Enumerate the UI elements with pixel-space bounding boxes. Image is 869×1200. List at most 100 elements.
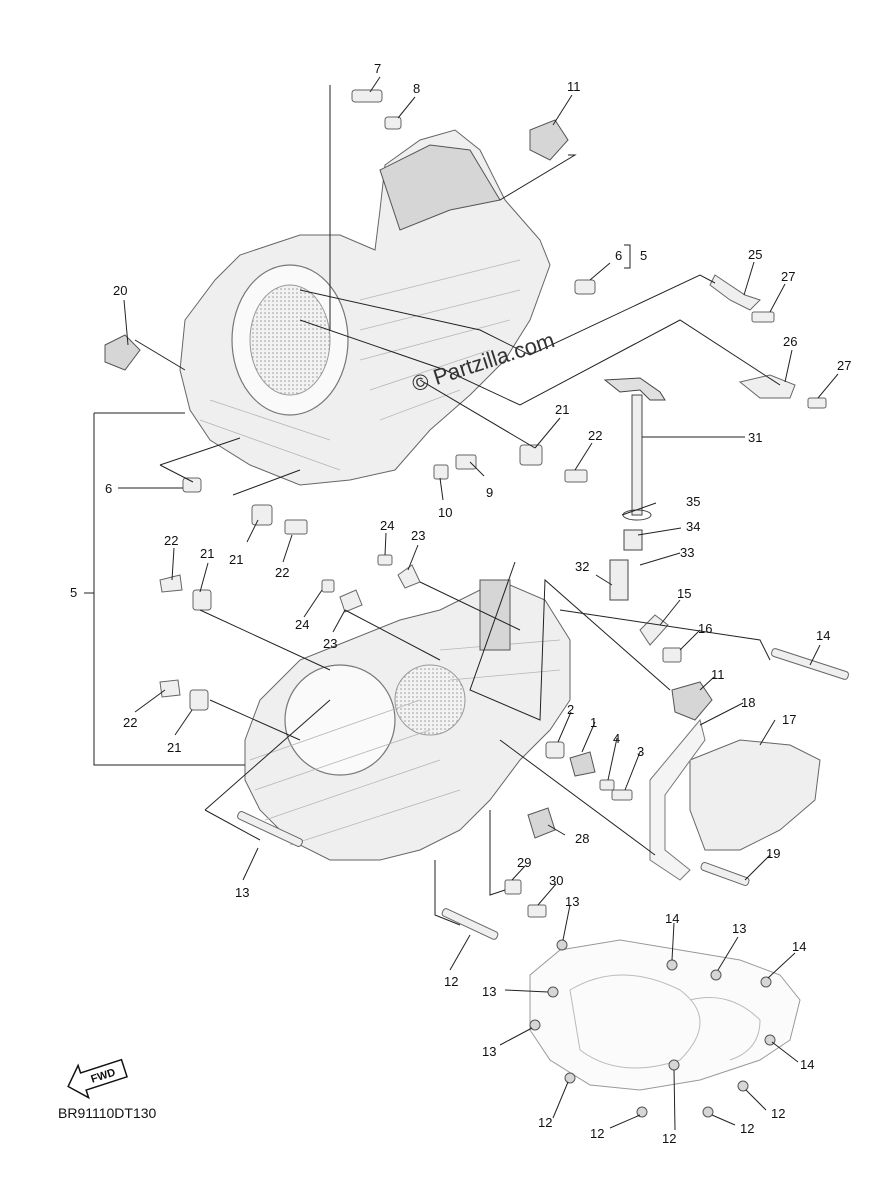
callout-5: 5	[640, 248, 647, 263]
crankcase-cover	[529, 939, 801, 1091]
callout-2: 2	[567, 702, 574, 717]
callout-12-c: 12	[590, 1126, 604, 1141]
bolt-27b	[807, 397, 827, 409]
callout-13-e: 13	[482, 1044, 496, 1059]
callout-29: 29	[517, 855, 531, 870]
sensor-25	[709, 274, 761, 311]
bolt-13b	[556, 939, 568, 951]
callout-11: 11	[567, 79, 581, 94]
bolt-14b	[666, 959, 678, 971]
bolt-12f	[737, 1080, 749, 1092]
callout-13-d: 13	[482, 984, 496, 999]
callout-13-c: 13	[732, 921, 746, 936]
plug-20	[104, 334, 141, 371]
bolt-12d	[636, 1106, 648, 1118]
callout-27: 27	[781, 269, 795, 284]
bracket-21d	[189, 689, 209, 711]
callout-18: 18	[741, 695, 755, 710]
diagram-code: BR91110DT130	[58, 1105, 157, 1121]
callout-labels: 7 8 11 6 5 25 27 26 27 20 31 21 22 9 10 …	[70, 61, 851, 1146]
dowel-8	[384, 116, 402, 130]
callout-22: 22	[588, 428, 602, 443]
bolt-22c	[159, 574, 183, 593]
bolt-13d	[547, 986, 559, 998]
plug-29	[504, 879, 522, 895]
callout-23: 23	[411, 528, 425, 543]
fwd-arrow: FWD	[67, 1058, 128, 1100]
oring-10	[433, 464, 449, 480]
callout-21-b: 21	[229, 552, 243, 567]
callout-24-b: 24	[295, 617, 309, 632]
bolt-12b	[564, 1072, 576, 1084]
callout-22-b: 22	[275, 565, 289, 580]
dowel-6a	[574, 279, 596, 295]
callout-23-b: 23	[323, 636, 337, 651]
bearing-1	[569, 751, 596, 777]
callout-7: 7	[374, 61, 381, 76]
callout-15: 15	[677, 586, 691, 601]
callout-21: 21	[555, 402, 569, 417]
bracket-21b	[251, 504, 273, 526]
bolt-13e	[529, 1019, 541, 1031]
bolt-7	[351, 89, 383, 103]
callout-26: 26	[783, 334, 797, 349]
callout-13: 13	[235, 885, 249, 900]
plug-28	[527, 807, 556, 839]
callout-3: 3	[637, 744, 644, 759]
callout-1: 1	[590, 715, 597, 730]
callout-17: 17	[782, 712, 796, 727]
callout-16: 16	[698, 621, 712, 636]
callout-14-c: 14	[792, 939, 806, 954]
clip-15	[639, 614, 669, 646]
callout-22-c: 22	[164, 533, 178, 548]
callout-6: 6	[615, 248, 622, 263]
bolt-19	[700, 862, 750, 886]
bolt-14c	[760, 976, 772, 988]
callout-12-d: 12	[662, 1131, 676, 1146]
callout-14: 14	[816, 628, 830, 643]
callout-14-b: 14	[665, 911, 679, 926]
dowel-9	[455, 454, 477, 470]
callout-21-c: 21	[200, 546, 214, 561]
callout-21-d: 21	[167, 740, 181, 755]
callout-4: 4	[613, 731, 620, 746]
callout-35: 35	[686, 494, 700, 509]
bolt-12e	[702, 1106, 714, 1118]
callout-11-b: 11	[711, 667, 725, 682]
callout-24: 24	[380, 518, 394, 533]
bolt-3	[611, 789, 633, 801]
callout-28: 28	[575, 831, 589, 846]
callout-10: 10	[438, 505, 452, 520]
bolt-22b	[284, 519, 308, 535]
callout-12-e: 12	[740, 1121, 754, 1136]
callout-27-b: 27	[837, 358, 851, 373]
pin-16	[662, 647, 682, 663]
plug-11a	[529, 119, 569, 161]
engine-bracket	[649, 718, 821, 881]
callout-32: 32	[575, 559, 589, 574]
small-parts	[104, 89, 849, 1118]
sensor-26	[738, 374, 796, 399]
callout-5-b: 5	[70, 585, 77, 600]
bracket-23b	[339, 589, 363, 613]
callout-30: 30	[549, 873, 563, 888]
callout-31: 31	[748, 430, 762, 445]
pin-24b	[321, 579, 335, 593]
bolt-12c	[668, 1059, 680, 1071]
callout-12: 12	[444, 974, 458, 989]
fwd-arrow-icon	[67, 1058, 128, 1100]
callout-33: 33	[680, 545, 694, 560]
callout-12-b: 12	[538, 1115, 552, 1130]
plug-11b	[671, 681, 713, 721]
dowel-6b	[182, 477, 202, 493]
bolt-27a	[751, 311, 775, 323]
callout-25: 25	[748, 247, 762, 262]
bolt-22a	[564, 469, 588, 483]
callout-14-d: 14	[800, 1057, 814, 1072]
upper-crankcase	[179, 129, 551, 486]
callout-12-f: 12	[771, 1106, 785, 1121]
seal-2	[545, 741, 565, 759]
callout-8: 8	[413, 81, 420, 96]
pin-24a	[377, 554, 393, 566]
